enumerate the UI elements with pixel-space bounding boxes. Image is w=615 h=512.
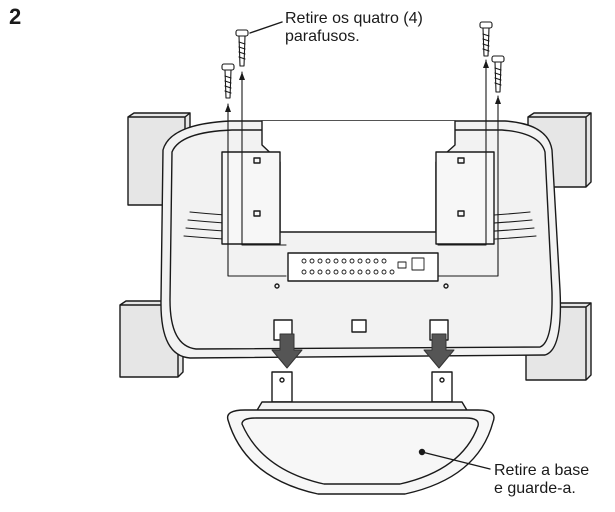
monitor-center-panel: [261, 120, 456, 233]
screw-plate-right: [435, 151, 495, 245]
hole-right-top: [457, 157, 465, 164]
screw-guide-lines: [227, 59, 499, 277]
arrow-down-right-icon: [423, 333, 455, 369]
screw-guide-arrowheads: [225, 60, 501, 112]
hole-left-bottom: [253, 210, 261, 217]
connector-panel: [287, 252, 439, 282]
monitor-back: [160, 120, 562, 359]
marker-right: [443, 283, 449, 289]
base-callout: Retire a base e guarde-a.: [494, 462, 589, 498]
step-number: 2: [9, 4, 22, 29]
marker-left: [274, 283, 280, 289]
stand-base-outer: [226, 409, 495, 495]
hole-right-bottom: [457, 210, 465, 217]
hole-left-top: [253, 157, 261, 164]
connector-ports: [301, 257, 425, 275]
screws-callout: Retire os quatro (4) parafusos.: [285, 10, 423, 46]
mount-slot-center: [351, 319, 367, 333]
monitor-rim: [169, 129, 553, 350]
screw-plate-left: [221, 151, 281, 245]
stand-base-inner: [241, 417, 479, 485]
screws: [221, 21, 505, 99]
base-leader-line: [421, 451, 491, 470]
base-callout-line-1: Retire a base: [494, 462, 590, 479]
arrow-down-left-icon: [271, 333, 303, 369]
stand-base: [226, 371, 495, 495]
screws-callout-line-2: parafusos.: [285, 28, 360, 45]
screws-leader-line: [249, 21, 283, 34]
base-callout-line-2: e guarde-a.: [494, 480, 576, 497]
screw-icon-2: [235, 29, 249, 67]
screw-icon-1: [221, 63, 235, 99]
screw-icon-4: [491, 55, 505, 93]
removal-arrows: [271, 333, 455, 369]
stand-bracket-right: [431, 371, 453, 403]
screw-icon-3: [479, 21, 493, 57]
stand-bracket-left: [271, 371, 293, 403]
screws-callout-line-1: Retire os quatro (4): [285, 10, 423, 27]
